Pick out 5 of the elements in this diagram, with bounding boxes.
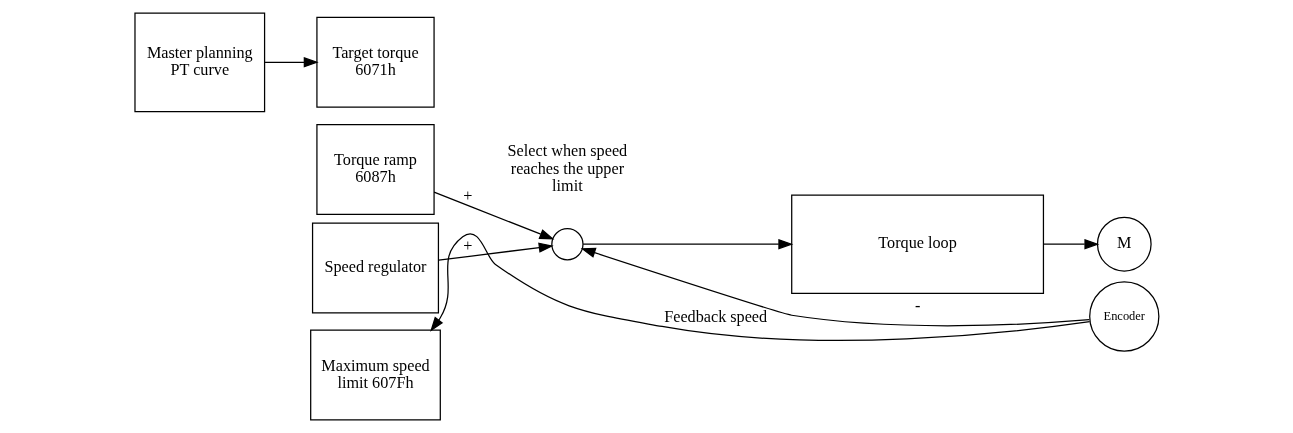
label: Select when speed reaches the upper limit: [507, 142, 627, 196]
edge-label: Feedback speed: [663, 307, 767, 326]
edge-label: +: [462, 187, 472, 206]
edge-label: +: [462, 236, 472, 255]
edge-label: -: [914, 296, 920, 315]
